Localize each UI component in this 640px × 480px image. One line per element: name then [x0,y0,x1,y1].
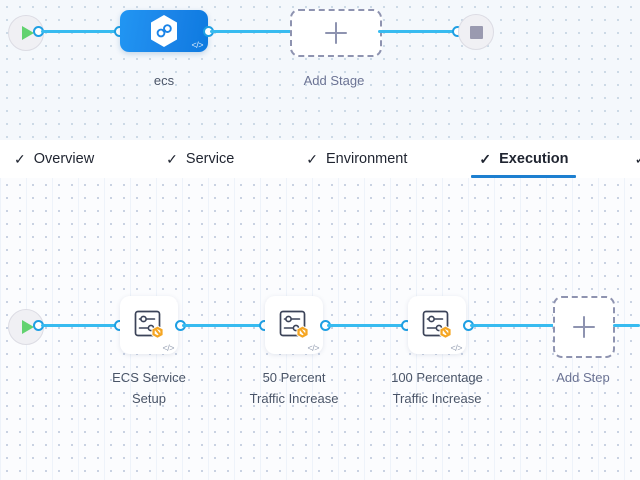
step-settings-icon [277,308,311,342]
step-card-ecs-service-setup[interactable]: </> [120,296,178,354]
tab-advanced[interactable]: ✓ Advanced [624,140,640,178]
play-icon [21,320,34,334]
check-icon: ✓ [14,151,26,167]
check-icon: ✓ [166,151,178,167]
check-icon: ✓ [306,151,318,167]
stage-code-icon: </> [191,40,203,50]
step-code-icon: </> [162,343,174,353]
stage-edge-add-end [378,30,460,33]
stage-edge-start-ecs [41,30,120,33]
add-step-button[interactable] [553,296,615,358]
stage-node-ecs[interactable]: </> [120,10,208,52]
stage-end-node[interactable] [458,14,494,50]
ecs-hexagon-icon [149,14,179,48]
step-card-100-percentage-traffic-increase[interactable]: </> [408,296,466,354]
step-settings-icon [420,308,454,342]
step-code-icon: </> [450,343,462,353]
tab-overview[interactable]: ✓ Overview [4,140,104,178]
step-label-3: 100 Percentage Traffic Increase [391,370,483,406]
stage-node-label: ecs [153,73,175,88]
step-edge-2-3 [327,324,405,327]
step-edge-start-1 [41,324,141,327]
plus-icon [325,22,347,44]
add-stage-label: Add Stage [303,73,365,88]
tab-label: Environment [326,151,408,167]
tab-environment[interactable]: ✓ Environment [296,140,417,178]
step-edge-3-add [470,324,554,327]
step-edge-add-trailing [613,324,640,327]
stage-edge-ecs-add [210,30,292,33]
check-icon: ✓ [479,151,492,167]
play-icon [21,26,34,40]
stop-icon [469,25,483,39]
harness-hexagon-badge [151,325,164,339]
plus-icon [573,316,595,338]
step-code-icon: </> [307,343,319,353]
step-card-50-percent-traffic-increase[interactable]: </> [265,296,323,354]
harness-hexagon-badge [439,325,452,339]
step-settings-icon [132,308,166,342]
harness-hexagon-badge [296,325,309,339]
step-edge-1-2 [182,324,286,327]
step-label-2: 50 Percent Traffic Increase [249,370,339,406]
tab-label: Execution [499,151,569,167]
stage-config-tabs: ✓ Overview ✓ Service ✓ Environment ✓ Exe… [0,140,640,179]
execution-steps-canvas[interactable]: </> ECS Service Setup [0,178,640,480]
add-step-label: Add Step [556,370,610,385]
stage-canvas[interactable]: </> ecs Add Stage [0,0,640,140]
step-label-1: ECS Service Setup [112,370,186,406]
tab-label: Service [185,151,235,167]
tab-label: Overview [33,151,95,167]
tab-service[interactable]: ✓ Service [156,140,244,178]
add-stage-button[interactable] [290,9,382,57]
check-icon: ✓ [634,152,640,166]
tab-execution[interactable]: ✓ Execution [469,140,578,178]
